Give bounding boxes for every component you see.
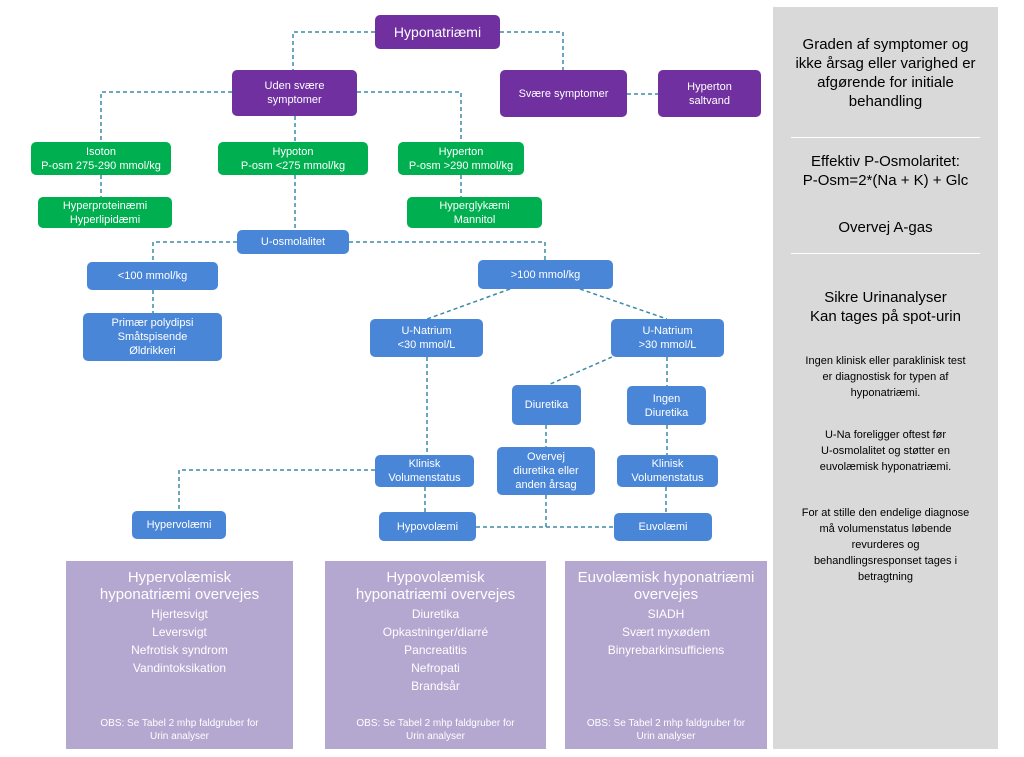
side-una-text: U-Na foreligger oftest før U-osmolalitet… — [819, 429, 952, 473]
hypervolaemisk-causes: Hjertesvigt Leversvigt Nefrotisk syndrom… — [131, 607, 228, 675]
gt100-node: >100 mmol/kg — [478, 260, 613, 289]
isoton-node: Isoton P-osm 275-290 mmol/kg — [31, 142, 171, 175]
euvolaemisk-note: OBS: Se Tabel 2 mhp faldgruber for Urin … — [586, 718, 746, 742]
u-natrium-lt30-node: U-Natrium <30 mmol/L — [370, 319, 483, 357]
klinisk-volumenstatus-right-node: Klinisk Volumenstatus — [617, 455, 718, 487]
klinisk-volumenstatus-left-node: Klinisk Volumenstatus — [375, 455, 474, 487]
hyperglykaemi-node: Hyperglykæmi Mannitol — [407, 197, 542, 228]
euvolaemi-node: Euvolæmi — [614, 513, 712, 541]
side-divider-2 — [791, 253, 980, 254]
euvolaemisk-causes: SIADH Svært myxødem Binyrebarkinsufficie… — [607, 607, 725, 657]
hypervolaemisk-note: OBS: Se Tabel 2 mhp faldgruber for Urin … — [100, 718, 259, 742]
lt100-node: <100 mmol/kg — [87, 262, 218, 290]
hyperton-saltvand-node: Hyperton saltvand — [658, 70, 761, 117]
connector-uden — [100, 91, 462, 142]
hyponatriaemi-node: Hyponatriæmi — [375, 15, 500, 49]
connector-overvej — [476, 495, 614, 528]
side-agas-text: Overvej A-gas — [838, 219, 933, 236]
ingen-diuretika-node: Ingen Diuretika — [627, 386, 706, 425]
connector-root — [292, 31, 564, 70]
side-divider-1 — [791, 137, 980, 138]
hypoton-node: Hypoton P-osm <275 mmol/kg — [218, 142, 368, 175]
side-diagnostisk-text: Ingen klinisk eller paraklinisk test er … — [805, 355, 966, 399]
connector-una-gt30 — [547, 356, 668, 386]
u-osmolalitet-node: U-osmolalitet — [237, 230, 349, 254]
diuretika-node: Diuretika — [512, 385, 581, 425]
overvej-diuretika-node: Overvej diuretika eller anden årsag — [497, 447, 595, 495]
euvolaemisk-result-box: Euvolæmisk hyponatriæmi overvejes SIADH … — [565, 561, 767, 749]
uden-svaere-symptomer-node: Uden svære symptomer — [232, 70, 357, 116]
connector-uosm — [152, 241, 546, 262]
connector-klinisk1 — [178, 469, 426, 512]
primaer-polydipsi-node: Primær polydipsi Småtspisende Øldrikkeri — [83, 313, 222, 361]
hypervolaemisk-title: Hypervolæmisk hyponatriæmi overvejes — [99, 569, 260, 603]
side-osmolaritet-text: Effektiv P-Osmolaritet: P-Osm=2*(Na + K)… — [802, 153, 969, 189]
hypervolaemi-node: Hypervolæmi — [132, 511, 226, 539]
u-natrium-gt30-node: U-Natrium >30 mmol/L — [611, 319, 724, 357]
hypovolaemisk-title: Hypovolæmisk hyponatriæmi overvejes — [355, 569, 516, 603]
hypovolaemisk-note: OBS: Se Tabel 2 mhp faldgruber for Urin … — [356, 718, 515, 742]
connector-gt100 — [426, 288, 668, 320]
side-volumenstatus-text: For at stille den endelige diagnose må v… — [801, 507, 970, 583]
svaere-symptomer-node: Svære symptomer — [500, 70, 627, 117]
hypovolaemi-node: Hypovolæmi — [379, 512, 476, 541]
hypovolaemisk-causes: Diuretika Opkastninger/diarré Pancreatit… — [382, 607, 489, 693]
side-symptom-text: Graden af symptomer og ikke årsag eller … — [795, 36, 976, 110]
euvolaemisk-title: Euvolæmisk hyponatriæmi overvejes — [577, 569, 755, 603]
hypervolaemisk-result-box: Hypervolæmisk hyponatriæmi overvejes Hje… — [66, 561, 293, 749]
hypovolaemisk-result-box: Hypovolæmisk hyponatriæmi overvejes Diur… — [325, 561, 546, 749]
hyperton-node: Hyperton P-osm >290 mmol/kg — [398, 142, 524, 175]
info-side-panel: Graden af symptomer og ikke årsag eller … — [773, 7, 998, 749]
hyperproteinaemi-node: Hyperproteinæmi Hyperlipidæmi — [38, 197, 172, 228]
side-urinanalyser-text: Sikre Urinanalyser Kan tages på spot-uri… — [810, 289, 961, 325]
